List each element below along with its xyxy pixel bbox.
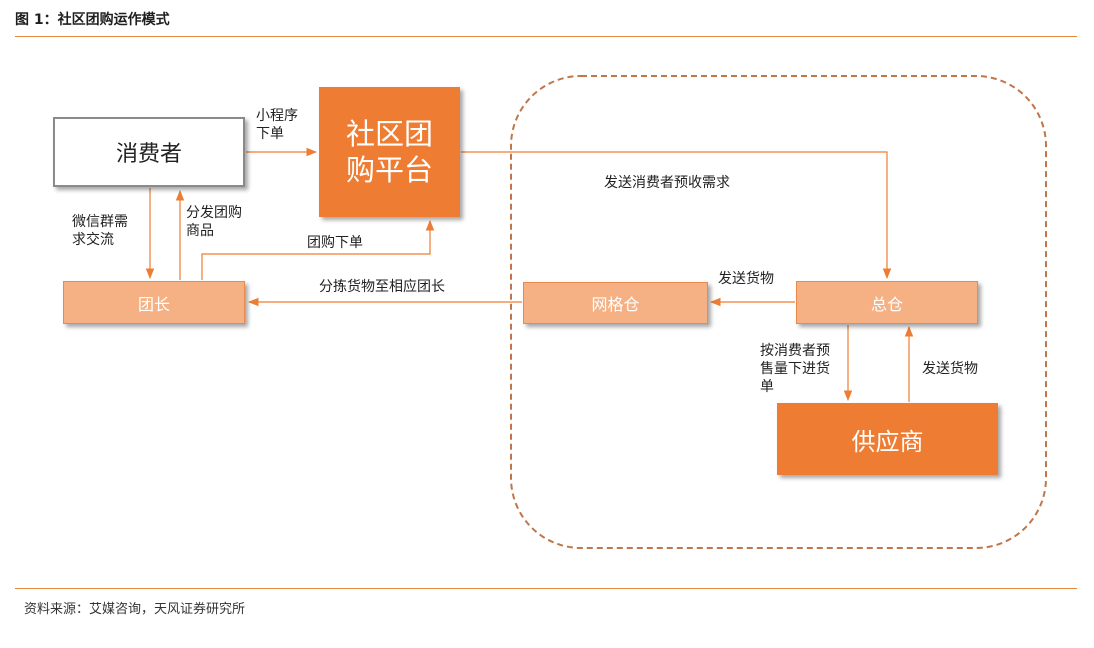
label-warehouse-to-supplier: 按消费者预 售量下进货 单 xyxy=(760,343,830,395)
arrow-platform-to-warehouse xyxy=(461,151,892,280)
label-warehouse-to-grid: 发送货物 xyxy=(718,271,774,287)
bottom-divider xyxy=(15,588,1077,589)
label-platform-to-warehouse: 发送消费者预收需求 xyxy=(604,175,730,191)
figure-title: 图 1：社区团购运作模式 xyxy=(15,12,170,28)
node-consumer: 消费者 xyxy=(53,117,245,187)
label-consumer-to-leader: 微信群需 求交流 xyxy=(72,214,128,248)
supply-chain-region xyxy=(510,75,1047,549)
top-divider xyxy=(15,36,1077,37)
label-consumer-to-platform: 小程序 下单 xyxy=(256,108,298,142)
node-leader: 团长 xyxy=(63,281,245,324)
node-supplier: 供应商 xyxy=(777,403,998,475)
label-supplier-to-warehouse: 发送货物 xyxy=(922,361,978,377)
label-leader-to-consumer: 分发团购 商品 xyxy=(186,205,242,239)
label-grid-to-leader: 分拣货物至相应团长 xyxy=(319,279,445,295)
arrow-leader-to-platform xyxy=(201,219,435,280)
label-leader-to-platform: 团购下单 xyxy=(307,235,363,251)
node-central-warehouse: 总仓 xyxy=(796,281,978,324)
node-platform: 社区团 购平台 xyxy=(319,87,460,217)
source-note: 资料来源：艾媒咨询，天风证券研究所 xyxy=(24,602,246,617)
node-platform-label: 社区团 购平台 xyxy=(345,116,433,187)
node-grid-warehouse: 网格仓 xyxy=(523,282,708,324)
